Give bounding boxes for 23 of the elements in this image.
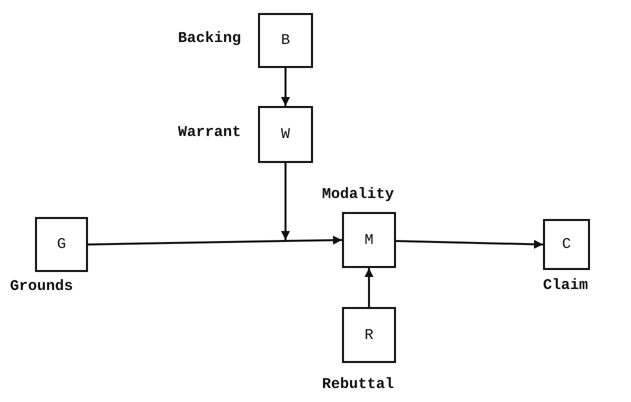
node-caption: Grounds	[10, 278, 74, 295]
arrow	[364, 268, 374, 307]
node-box	[342, 307, 396, 363]
node-caption: Modality	[322, 186, 394, 203]
node-letter: R	[364, 326, 374, 344]
node-letter: G	[56, 236, 66, 253]
node-box	[258, 13, 313, 68]
node-caption: Backing	[178, 30, 242, 47]
node-caption: Rebuttal	[322, 376, 394, 393]
node-caption: Claim	[543, 277, 588, 294]
arrow	[88, 236, 342, 246]
node-box	[258, 106, 313, 163]
node-caption: Warrant	[178, 124, 242, 141]
node-letter: B	[280, 32, 290, 49]
node-box	[342, 212, 396, 268]
arrow	[396, 240, 544, 249]
node-letter: W	[280, 126, 290, 143]
node-letter: C	[562, 236, 571, 253]
node-box	[543, 219, 590, 270]
node-letter: M	[364, 232, 374, 248]
node-box	[35, 217, 88, 272]
arrow	[281, 68, 290, 106]
arrow	[281, 163, 290, 240]
